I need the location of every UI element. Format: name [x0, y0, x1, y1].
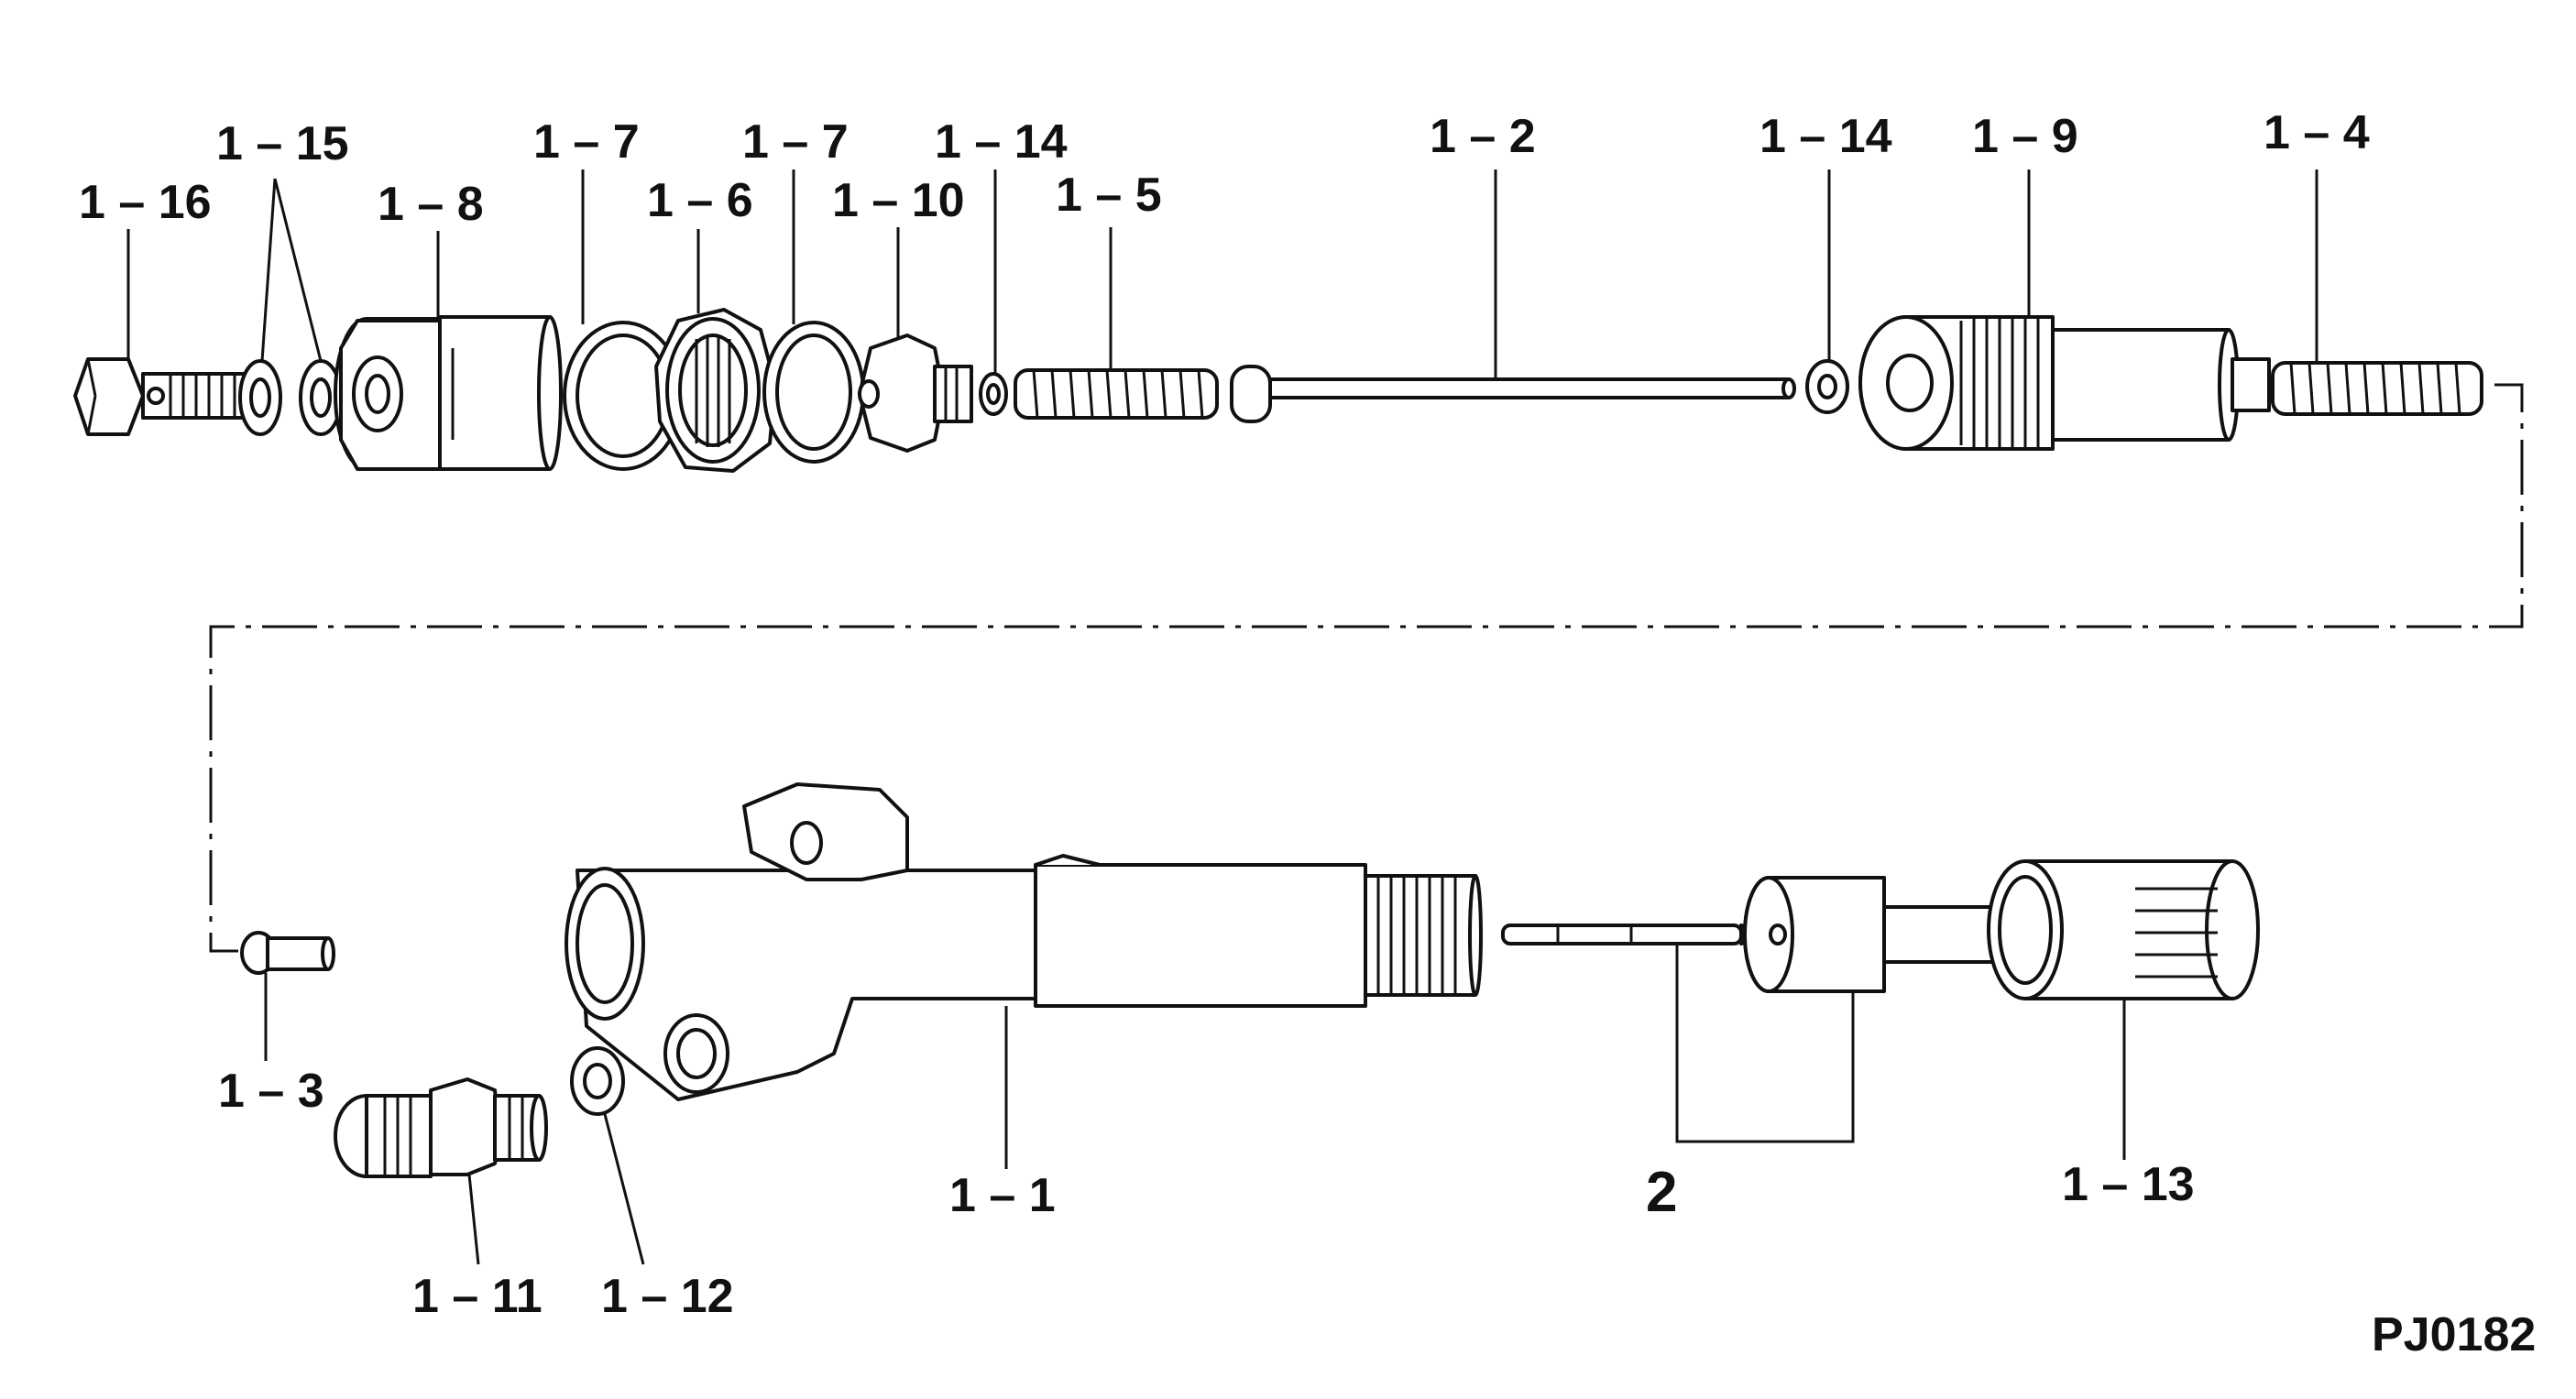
part-nozzle-holder-body: [565, 782, 1483, 1101]
label-1-8: 1 – 8: [378, 178, 484, 231]
label-1-13: 1 – 13: [2062, 1158, 2195, 1211]
part-o-ring-right: [762, 321, 865, 464]
part-inlet-connector: [334, 1077, 548, 1178]
part-spring-housing: [1858, 315, 2271, 451]
part-small-washer-right: [1805, 359, 1849, 414]
part-cap-nut: [334, 315, 563, 471]
part-push-rod: [1230, 365, 1796, 423]
assembly-route-line: [209, 383, 2524, 953]
part-small-washer-left: [979, 372, 1008, 416]
label-1-12: 1 – 12: [601, 1270, 734, 1323]
part-gasket: [570, 1046, 625, 1116]
label-1-14-right: 1 – 14: [1759, 110, 1892, 163]
label-2: 2: [1646, 1161, 1677, 1224]
part-banjo-bolt: [73, 357, 251, 436]
label-1-7-left: 1 – 7: [533, 115, 640, 169]
part-labels: 1 – 16 1 – 15 1 – 8 1 – 7 1 – 6 1 – 7 1 …: [79, 106, 2536, 1361]
part-adjusting-screw: [858, 333, 973, 453]
label-1-3: 1 – 3: [218, 1065, 324, 1118]
part-lock-nut: [654, 308, 777, 473]
label-1-15: 1 – 15: [216, 117, 349, 170]
leader-lines: [126, 169, 2318, 1265]
label-1-4: 1 – 4: [2264, 106, 2370, 159]
label-1-14-left: 1 – 14: [935, 115, 1068, 169]
part-nozzle-assembly: [1501, 876, 2005, 993]
label-1-6: 1 – 6: [647, 174, 753, 227]
part-washer-pair: [238, 359, 343, 436]
label-1-1: 1 – 1: [949, 1169, 1056, 1222]
label-1-5: 1 – 5: [1056, 169, 1162, 222]
part-spring-lower: [2271, 361, 2483, 416]
label-1-11: 1 – 11: [412, 1270, 543, 1323]
label-1-9: 1 – 9: [1972, 110, 2078, 163]
label-1-16: 1 – 16: [79, 176, 212, 229]
label-1-10: 1 – 10: [832, 174, 965, 227]
label-1-7-right: 1 – 7: [742, 115, 849, 169]
part-retaining-nut: [1987, 859, 2260, 1000]
label-1-2: 1 – 2: [1430, 110, 1536, 163]
part-dowel-pin: [240, 931, 335, 975]
figure-code: PJ0182: [2372, 1308, 2536, 1361]
part-spring-upper: [1014, 368, 1219, 420]
